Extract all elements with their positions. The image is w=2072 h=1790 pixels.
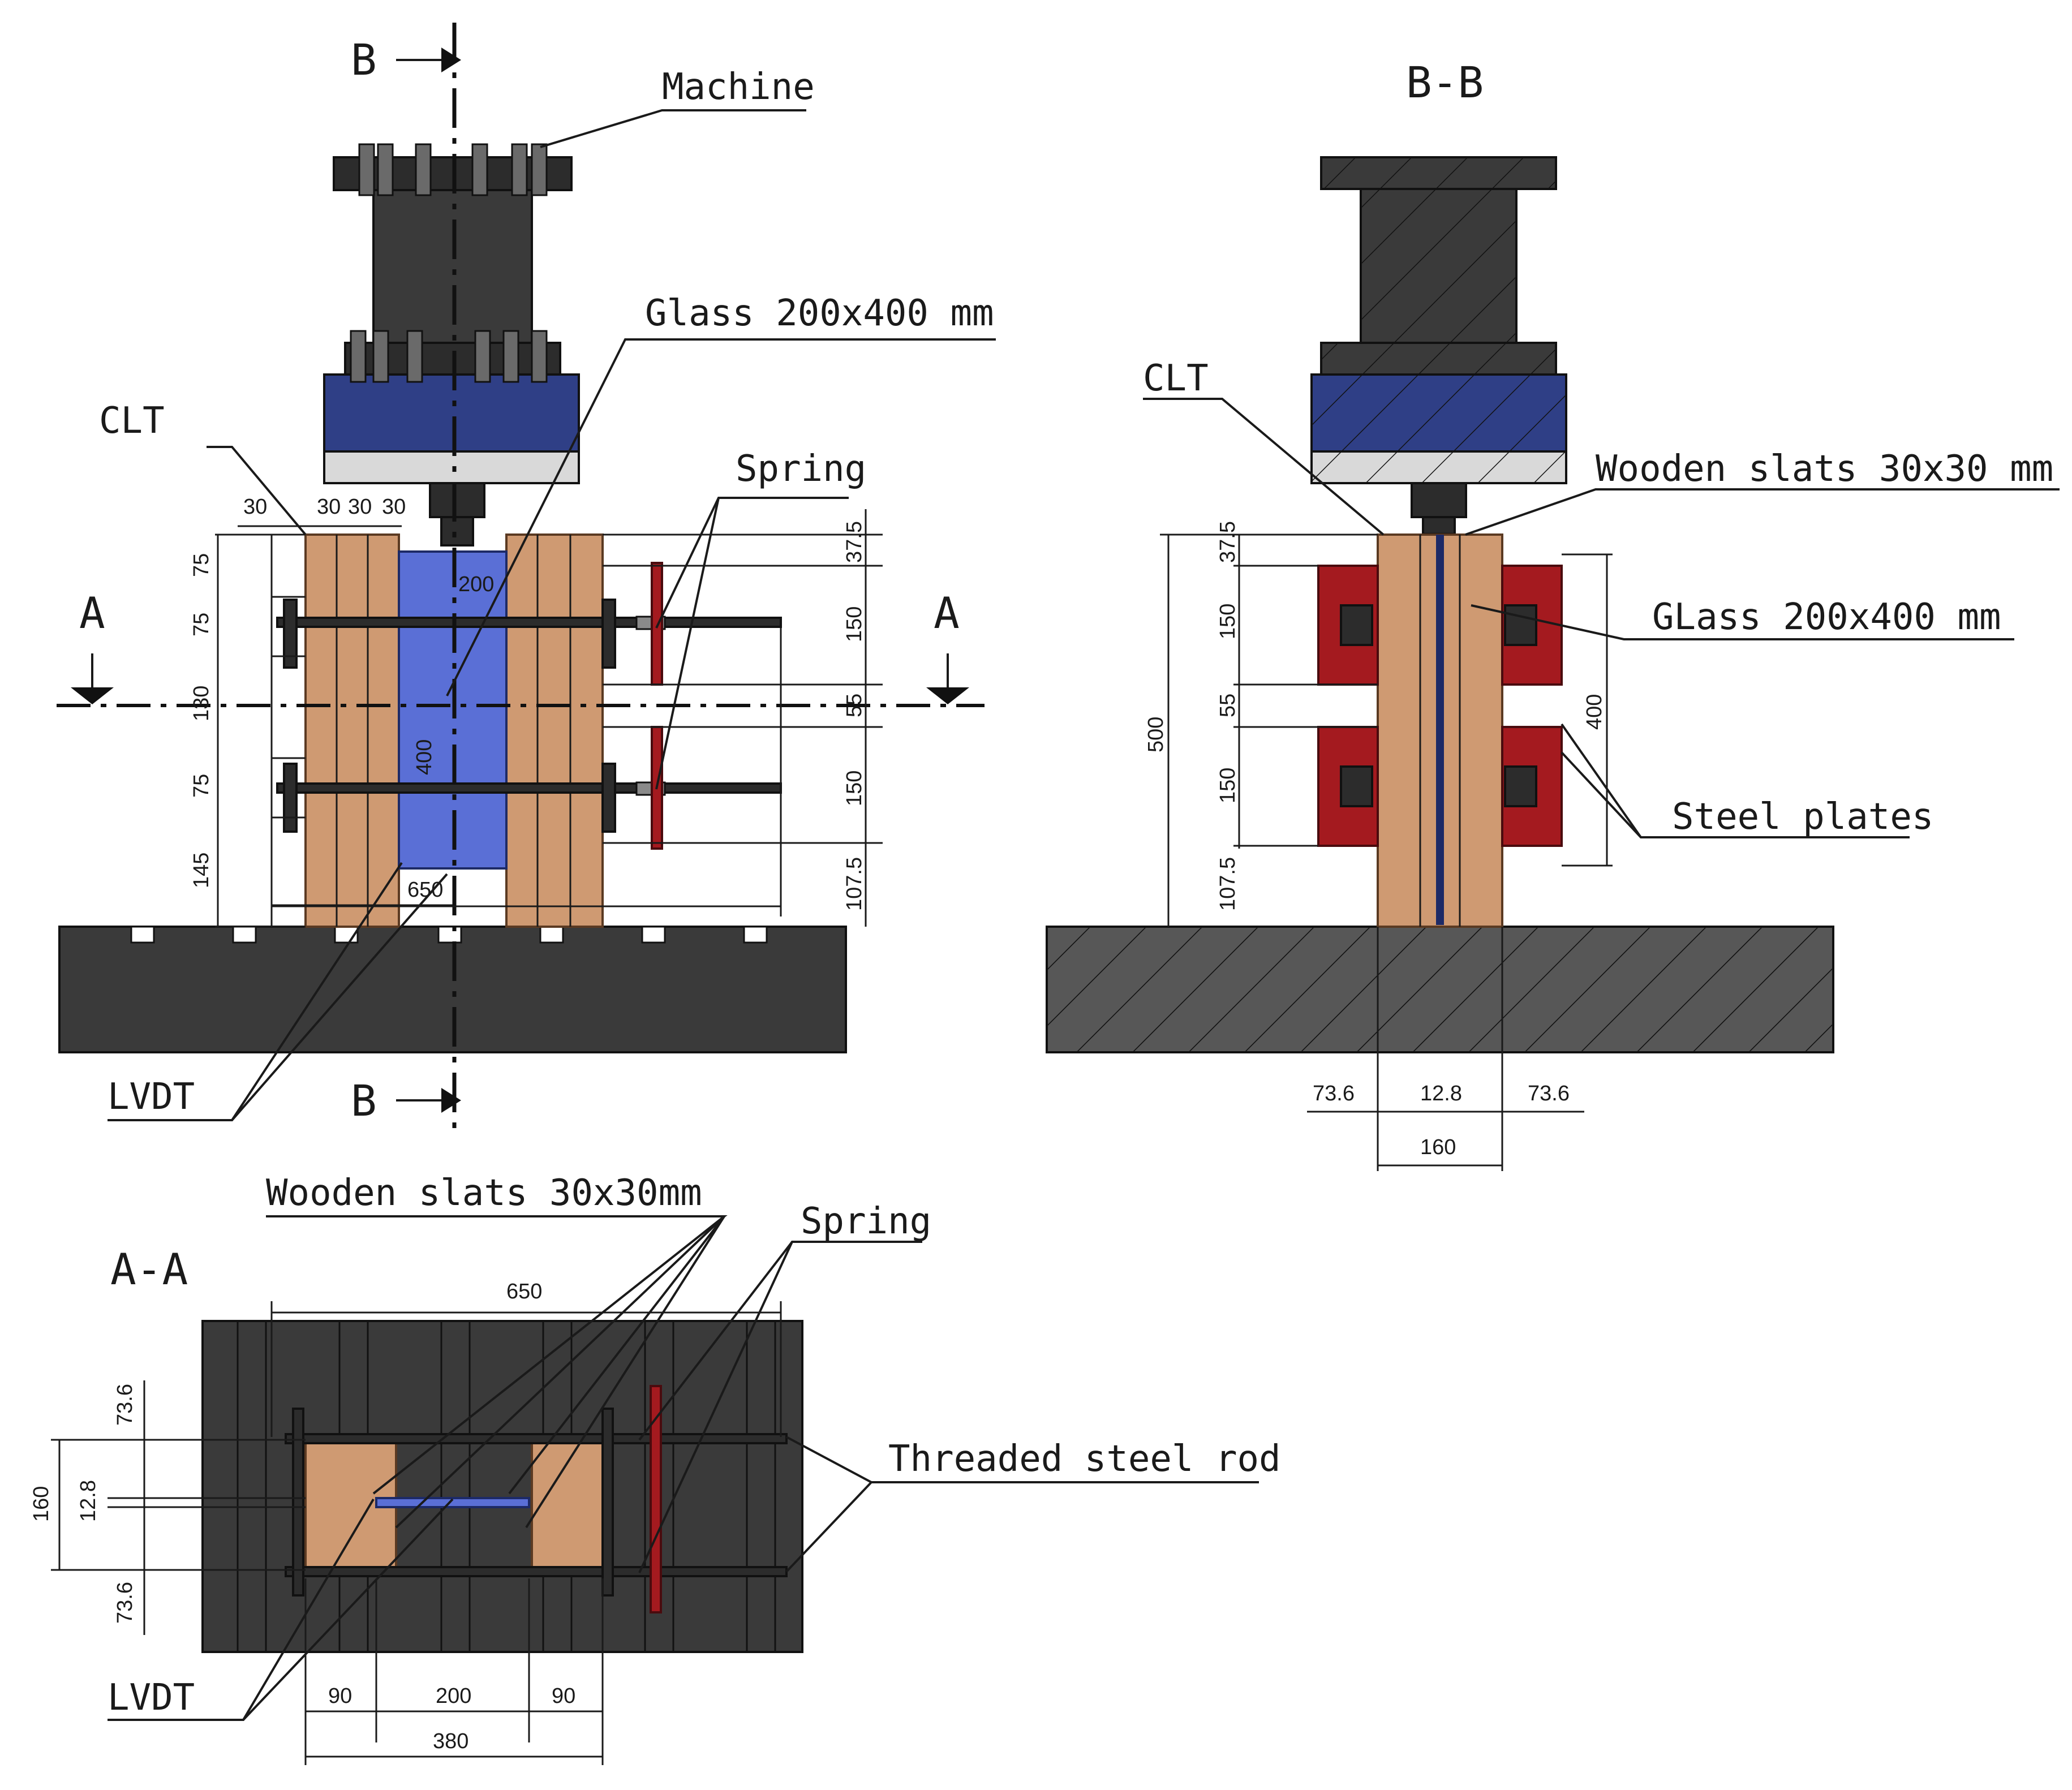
dim-aa-90a: 90 [328,1684,352,1708]
bb-leaders [1143,398,2060,838]
dim-bb-12-8: 12.8 [1420,1082,1462,1105]
section-a-left-label: A [79,588,105,638]
dim-bb-37-5: 37.5 [1216,521,1240,563]
dim-bb-500: 500 [1144,717,1168,752]
dim-front-glass-width: 200 [458,573,494,596]
dim-front-30c: 30 [348,495,372,519]
label-steel-plates: Steel plates [1672,796,1933,838]
label-lvdt-front: LVDT [108,1076,195,1118]
dim-aa-160: 160 [29,1486,53,1522]
section-b-top-marker [396,48,461,72]
aa-leaders [108,1215,1259,1721]
dim-front-75c: 75 [190,774,213,798]
label-glass-front: Glass 200x400 mm [645,292,994,334]
dim-aa-12-8: 12.8 [76,1480,100,1522]
front-leaders [108,109,996,1121]
section-b-bottom-label: B [351,1075,377,1126]
section-bb-view: B-B [1046,57,2060,1171]
dim-front-37-5: 37.5 [842,521,866,563]
dim-front-30a: 30 [243,495,267,519]
dim-bb-150b: 150 [1216,768,1240,803]
dim-front-75b: 75 [190,613,213,636]
bb-glass-section [1436,535,1444,925]
bb-steel-plates [1317,565,1563,847]
label-threaded-rod: Threaded steel rod [888,1438,1281,1480]
label-glass-side: GLass 200x400 mm [1652,596,2001,638]
aa-glass [375,1497,530,1508]
front-machine [323,143,580,547]
dim-bb-160: 160 [1420,1135,1456,1159]
dim-front-150a: 150 [842,606,866,642]
label-machine: Machine [662,66,815,108]
dim-bb-150a: 150 [1216,604,1240,639]
dim-bb-107-5: 107.5 [1216,857,1240,911]
section-aa-view: A-A Wooden slats 3 [29,1172,1281,1765]
section-b-bottom-marker [396,1088,461,1113]
front-view: B B A A Machine Glass 200x400 mm CLT Spr… [57,23,996,1129]
dim-aa-90b: 90 [552,1684,575,1708]
dim-aa-73-6b: 73.6 [113,1582,137,1624]
dim-front-130: 130 [190,686,213,721]
front-spring-plate-upper [651,562,663,686]
dim-front-145: 145 [190,853,213,888]
label-wooden-slats-side: Wooden slats 30x30 mm [1596,448,2053,490]
section-b-top-label: B [351,35,377,85]
dim-bb-73-6a: 73.6 [1313,1082,1355,1105]
label-spring-front: Spring [736,448,866,490]
front-clt-left [304,533,400,928]
dim-aa-200: 200 [436,1684,471,1708]
dim-bb-55: 55 [1216,694,1240,717]
label-wooden-slats-plan: Wooden slats 30x30mm [266,1172,702,1214]
bb-machine [1310,156,1567,535]
label-clt-side: CLT [1143,358,1209,399]
dim-aa-650: 650 [506,1280,542,1303]
dim-bb-400: 400 [1583,694,1606,730]
section-a-left-marker [71,653,114,704]
label-lvdt-plan: LVDT [108,1677,195,1719]
front-clt-right [505,533,604,928]
section-aa-title: A-A [110,1244,188,1294]
dim-front-glass-height: 400 [412,739,436,775]
aa-dimension-lines [51,1301,782,1765]
dim-aa-380: 380 [433,1729,468,1753]
dim-front-55: 55 [842,694,866,717]
aa-rod-upper [285,1433,788,1444]
label-spring-plan: Spring [801,1200,931,1242]
dim-front-30b: 30 [317,495,341,519]
bb-dimension-lines [1160,533,1613,1171]
dim-front-75a: 75 [190,553,213,577]
dim-front-30d: 30 [382,495,406,519]
aa-rod-lower [285,1566,788,1577]
label-clt-front: CLT [99,400,165,442]
section-bb-title: B-B [1406,57,1484,107]
aa-spring-plate [650,1385,662,1613]
dim-bb-73-6b: 73.6 [1528,1082,1570,1105]
dim-aa-73-6a: 73.6 [113,1384,137,1426]
dim-front-107-5: 107.5 [842,857,866,911]
section-a-right-marker [926,653,969,704]
section-a-right-label: A [934,588,960,638]
dim-front-150b: 150 [842,771,866,806]
front-dimension-lines [215,509,883,928]
dim-front-base-width: 650 [407,878,443,902]
